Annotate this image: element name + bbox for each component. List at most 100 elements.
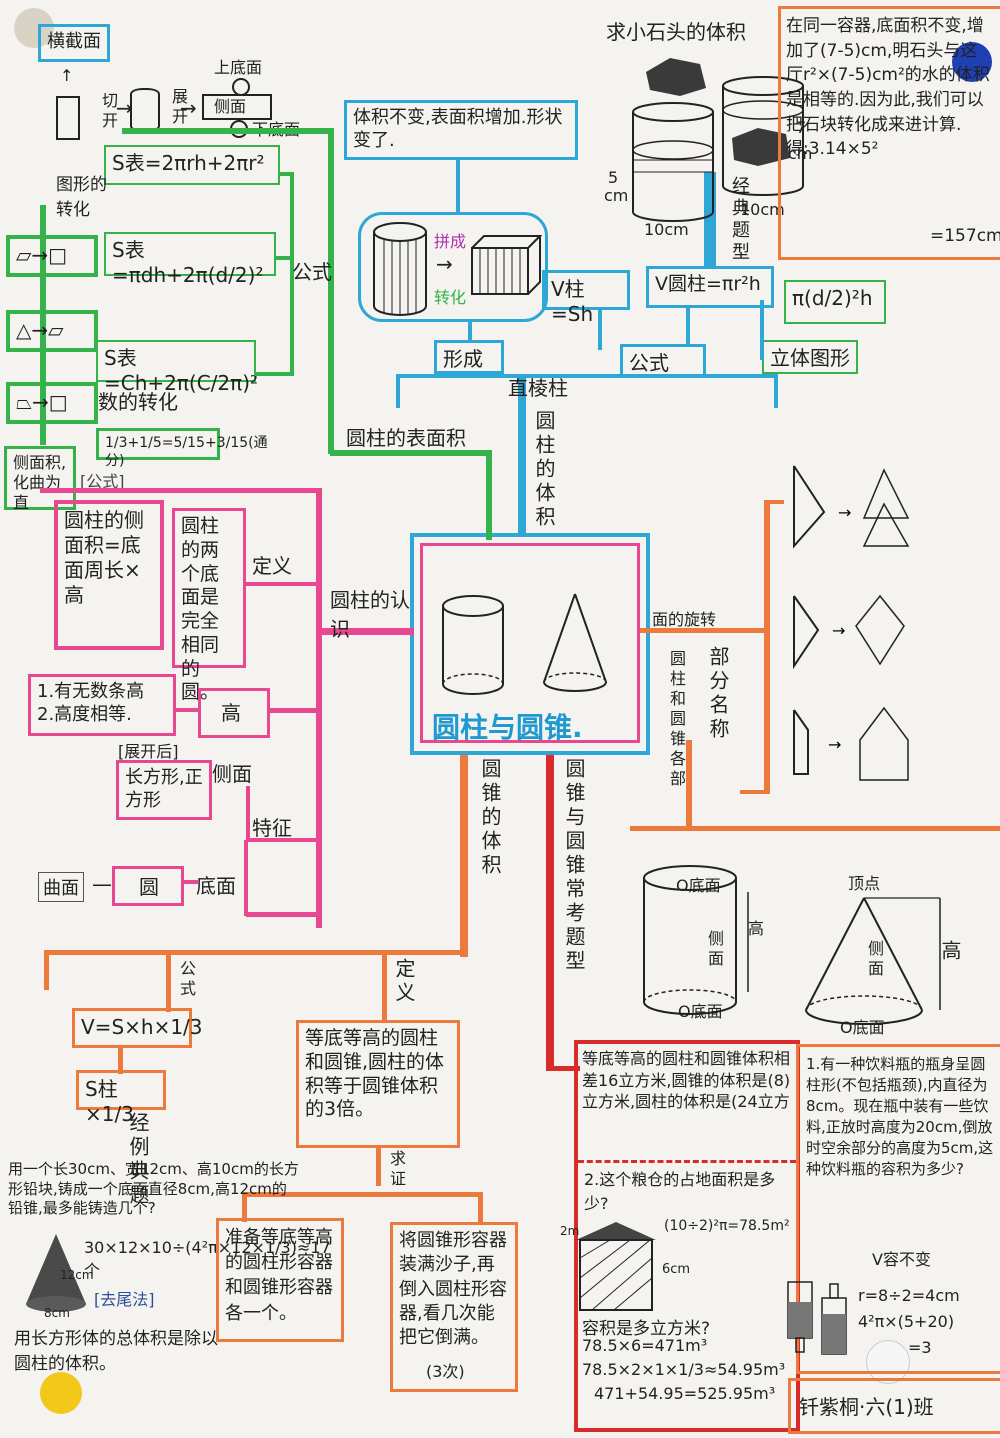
formula-box: 公式 xyxy=(620,344,706,378)
assemble-label: 拼成 xyxy=(434,232,467,251)
calc3: 471+54.95=525.95m³ xyxy=(594,1384,776,1403)
side-face-box: 侧面 xyxy=(202,94,272,120)
blue-center-line xyxy=(518,374,526,534)
classic-branch-label: 经例典题 xyxy=(126,1112,150,1208)
w10-right: 10cm xyxy=(740,200,785,219)
pink-base-line xyxy=(184,880,198,884)
pin-bottom-left xyxy=(40,1372,82,1414)
pink-bottom-line xyxy=(246,912,318,917)
pin-bottom-right xyxy=(866,1340,910,1384)
orange-bracket-top xyxy=(764,500,784,504)
transform-group-box xyxy=(358,212,548,322)
cone-apex-label: 顶点 xyxy=(848,874,881,893)
base-label: 底面 xyxy=(196,874,236,898)
bottles-icon xyxy=(787,1281,847,1355)
curve-label: 曲面 xyxy=(38,872,84,902)
orange-bracket xyxy=(764,500,770,792)
h5-cm-label: cm xyxy=(604,186,629,205)
problem-calc: 30×12×10÷(4²π×12×1/3)≈17个 xyxy=(84,1238,331,1280)
h5-label: 5 xyxy=(608,168,619,187)
center-box-outer xyxy=(410,533,650,755)
stone-title: 求小石头的体积 xyxy=(606,20,746,44)
w10-left: 10cm xyxy=(644,220,689,239)
formula-box-3: S表=Ch+2π(C/2π)² xyxy=(96,340,258,395)
rect-face-icon xyxy=(56,96,80,140)
granary-icon xyxy=(576,1222,656,1311)
height-props-box: 1.有无数条高 2.高度相等. xyxy=(28,674,176,736)
q4-text: 1.有一种饮料瓶的瓶身呈圆柱形(不包括瓶颈),内直径为8cm。现在瓶中装有一些饮… xyxy=(806,1055,994,1178)
q1-text: 等底等高的圆柱和圆锥体积相差16立方米,圆锥的体积是(8)立方米,圆柱的体积是(… xyxy=(582,1049,791,1112)
q2-calc: (10÷2)²π=78.5m² xyxy=(664,1218,790,1234)
arrow-transform: → xyxy=(436,252,453,276)
cyl-bottom-base-label: O底面 xyxy=(678,1002,723,1021)
pink-base-vert xyxy=(244,840,248,916)
circle-box: 圆 xyxy=(112,866,184,906)
svg-text:→: → xyxy=(832,621,845,640)
orange-proof-left xyxy=(242,1192,247,1222)
round-down-label: [去尾法] xyxy=(94,1290,155,1309)
orange-parts-h xyxy=(630,826,1000,831)
orange-proof-right xyxy=(478,1192,483,1222)
orange-tree-h xyxy=(44,950,464,955)
pink-height-line xyxy=(268,708,318,713)
stone-result: =157cm³ xyxy=(930,226,1000,246)
pink-def-line xyxy=(244,582,320,586)
container-right-icon xyxy=(722,76,804,196)
formula-box-2: S表=πdh+2π(d/2)² xyxy=(104,232,276,287)
green-line-f2 xyxy=(274,256,292,260)
v-formula-box: V=S×h×1/3 xyxy=(72,1008,203,1048)
cyl-height-label: 高 xyxy=(745,920,764,940)
exam-label: 圆锥与圆锥常考题型 xyxy=(562,758,586,974)
orange-tree-def xyxy=(382,950,387,1020)
calc2: 78.5×2×1×1/3≈54.95m³ xyxy=(582,1360,786,1379)
shape-row-3: ⏢→□ xyxy=(6,382,98,424)
fraction-box: 1/3+1/5=5/15+3/15(通分) xyxy=(96,428,268,469)
blue-line-formation xyxy=(468,320,472,342)
blue-funnel-right xyxy=(760,300,764,360)
signature-box: 钎紫桐·六(1)班 xyxy=(788,1378,1000,1434)
center-cylinder-icon xyxy=(442,595,504,695)
orange-v-to-s xyxy=(118,1046,123,1074)
cyl-top-base-label: O底面 xyxy=(676,876,721,895)
v-prism-box: V柱=Sh xyxy=(542,270,630,326)
green-line-top xyxy=(122,128,332,134)
green-line-f1 xyxy=(278,172,292,176)
cone-volume-label: 圆锥的体积 xyxy=(478,758,502,878)
arrow-1: → xyxy=(116,96,133,120)
orange-parts-line xyxy=(686,740,692,830)
cylinder-volume-label: 圆柱的体积 xyxy=(532,410,556,530)
curve-dash: — xyxy=(92,872,112,896)
volume-note-box: 体积不变,表面积增加.形状变了. xyxy=(344,100,578,160)
top-base-label: 上底面 xyxy=(214,58,263,77)
feature-label: 特征 xyxy=(252,816,292,840)
orange-tree-left xyxy=(44,950,49,990)
small-cylinder-icon xyxy=(130,88,160,132)
cylinder-surface-label: 圆柱的表面积 xyxy=(346,426,466,450)
explain-text: 用长方形体的总体积是除以圆柱的体积。 xyxy=(14,1329,218,1374)
cross-section-box: 横截面 xyxy=(38,24,110,62)
d8-label: 8cm xyxy=(44,1306,70,1320)
v-cylinder-box: V圆柱=πr²h xyxy=(646,266,774,308)
green-line-to-center xyxy=(330,450,490,456)
bottle-problem-box xyxy=(796,1044,1000,1374)
orange-def-to-proof xyxy=(376,1146,381,1186)
calc1: 78.5×6=471m³ xyxy=(582,1336,708,1355)
pink-to-center xyxy=(318,628,414,635)
pink-height-link xyxy=(174,708,200,712)
container-left-icon xyxy=(632,102,714,222)
pink-vertical xyxy=(316,488,322,928)
cone-side-label: 侧面 xyxy=(865,940,884,980)
green-left-vert xyxy=(40,205,46,445)
rotation-label: 面的旋转 xyxy=(652,610,717,629)
rect-square-box: 长方形,正方形 xyxy=(116,760,212,820)
cone-base-label: O底面 xyxy=(840,1018,885,1037)
stone-icon xyxy=(646,58,706,96)
red-center-down xyxy=(546,755,554,1069)
cone-height-label: 高 xyxy=(938,940,962,964)
stone-note: 在同一容器,底面积不变,增加了(7-5)cm,明石头与这厅r²×(7-5)cm²… xyxy=(786,16,990,160)
shape-row-2: △→▱ xyxy=(6,310,98,352)
green-vert-formulas xyxy=(290,172,294,374)
h7-cm-label: cm xyxy=(788,144,813,163)
pin-top-left xyxy=(14,8,54,48)
q4-calc3: =3 xyxy=(908,1338,932,1357)
